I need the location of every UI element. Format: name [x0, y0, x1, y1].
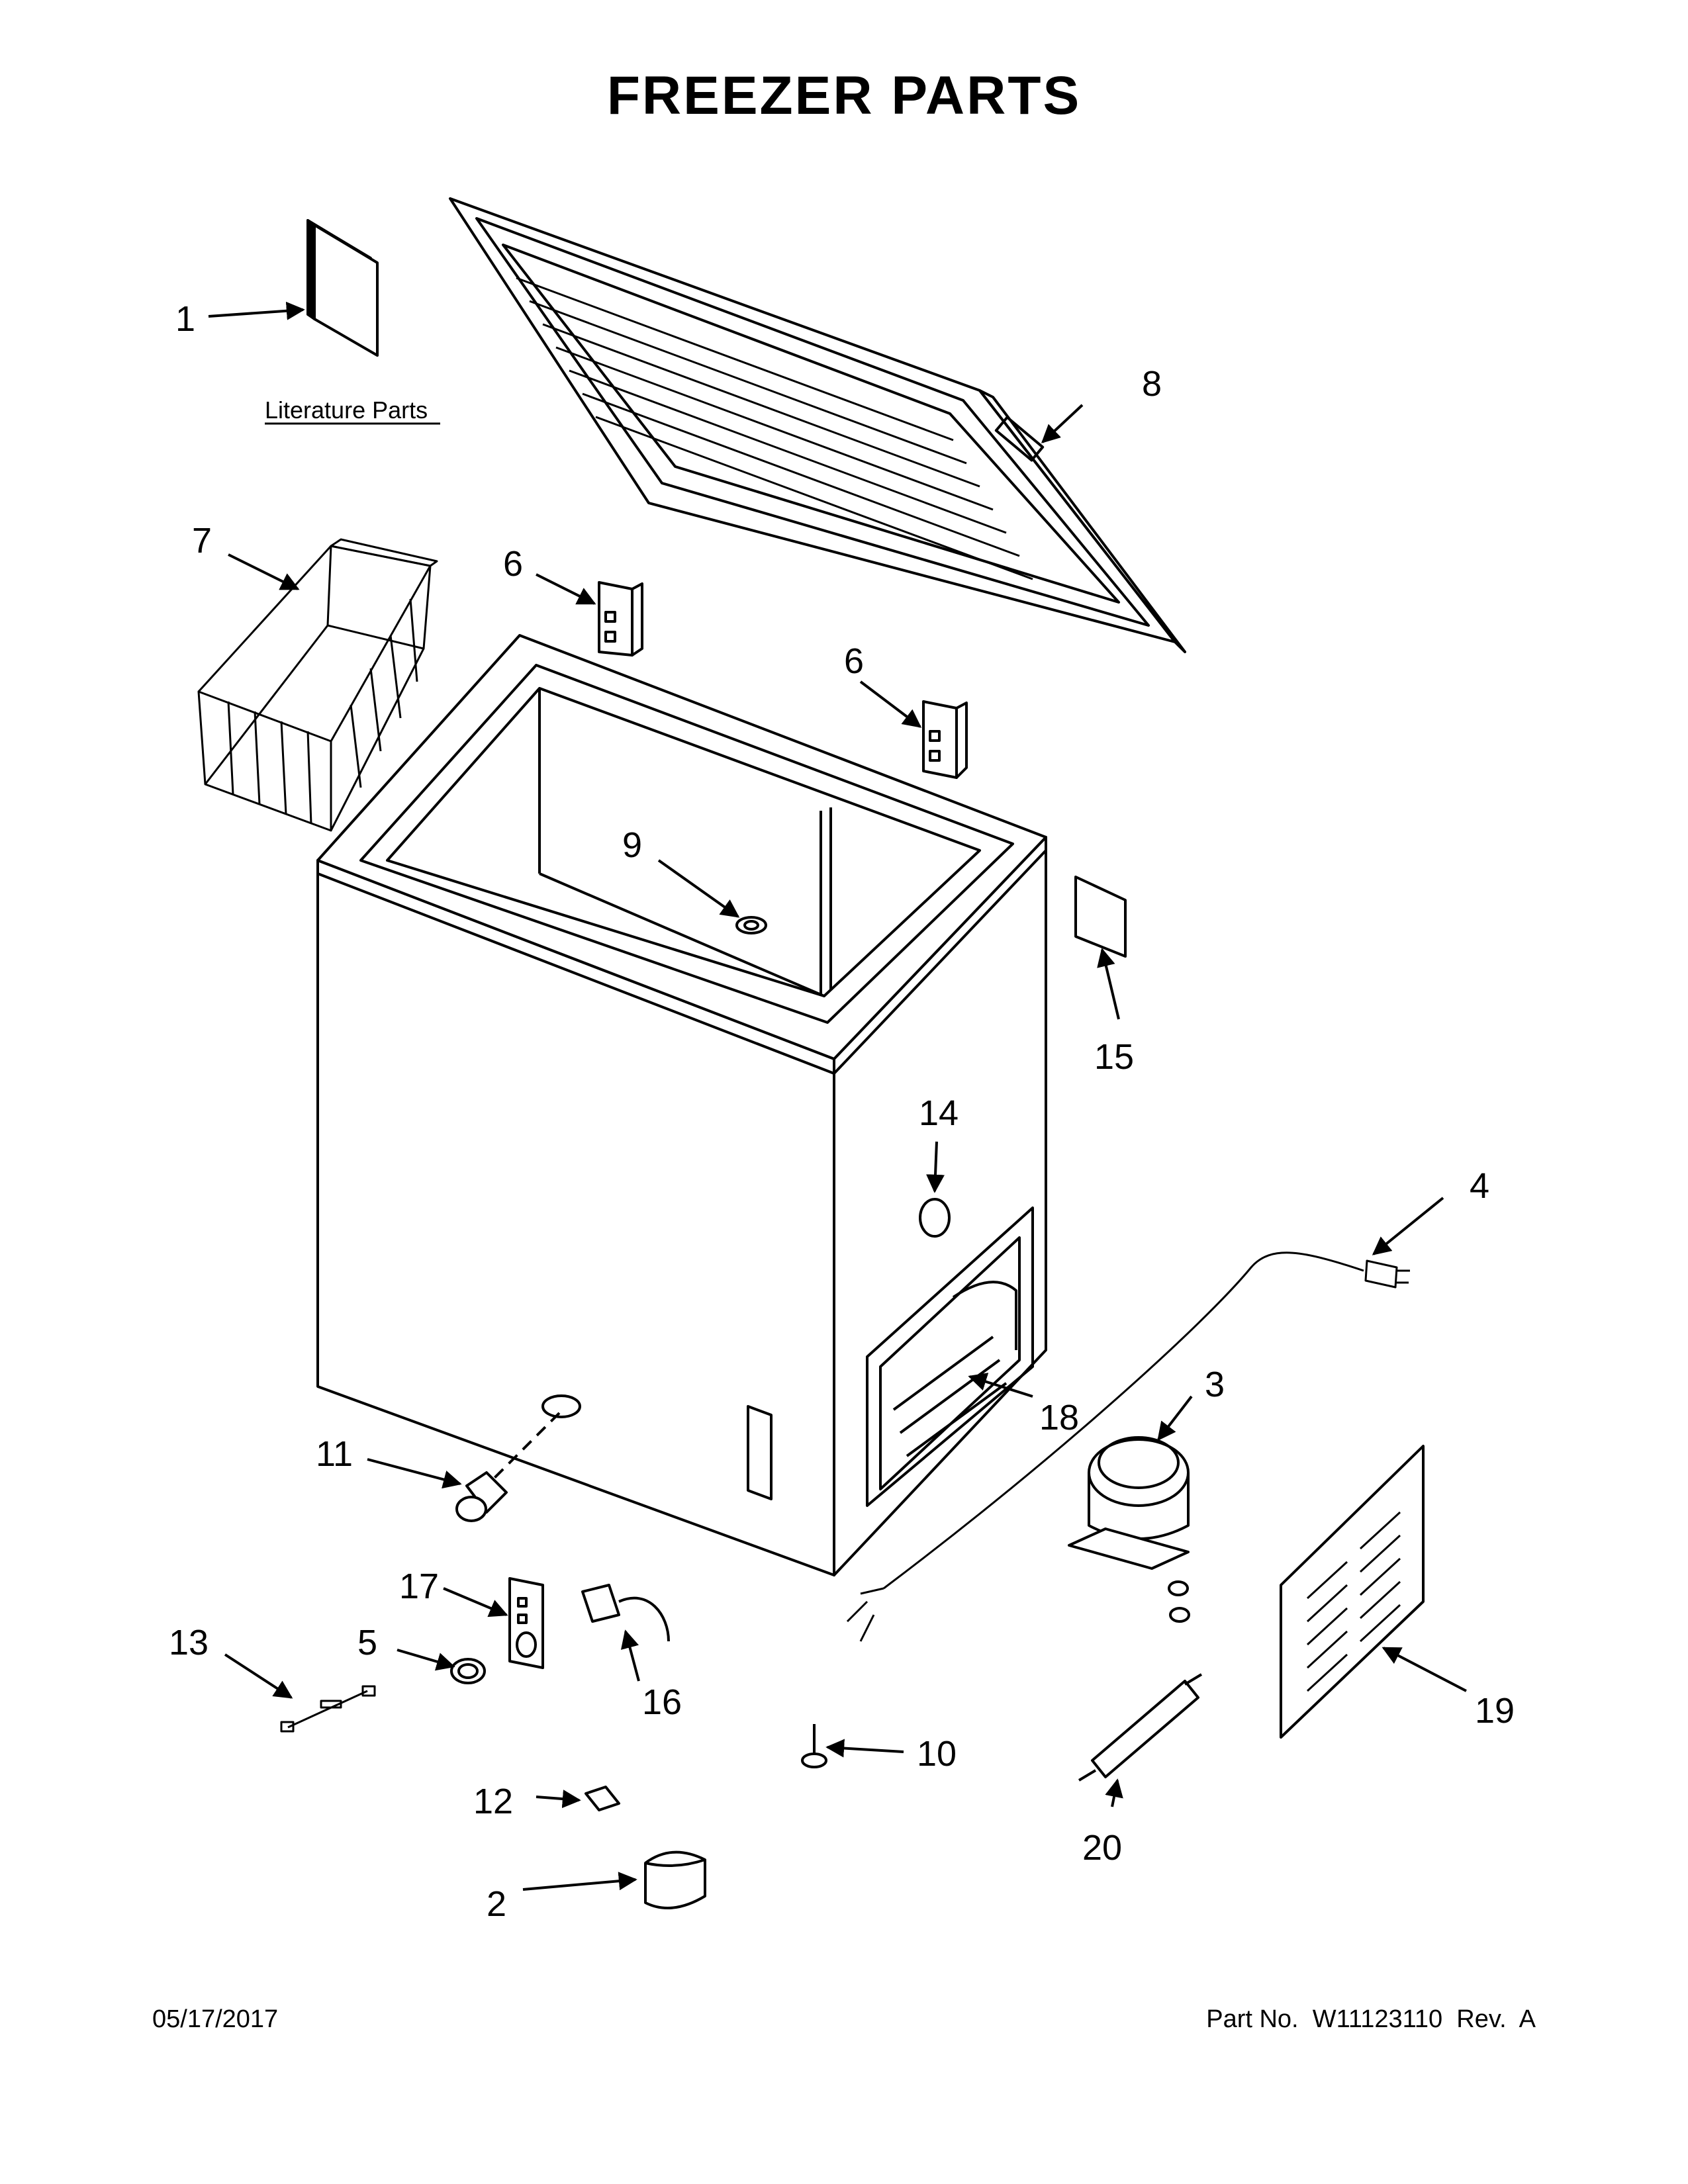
callout-10: 10	[917, 1734, 957, 1774]
control-panel-part	[508, 1577, 544, 1669]
callout-6-right: 6	[844, 641, 864, 681]
callout-5: 5	[357, 1623, 377, 1662]
callout-19: 19	[1475, 1691, 1515, 1731]
hinge-part-right	[922, 700, 968, 779]
compressor-part	[1068, 1436, 1190, 1623]
callout-1: 1	[175, 299, 195, 339]
drain-plug-part	[455, 1412, 561, 1522]
cabinet-body	[316, 634, 1047, 1576]
literature-parts-label: Literature Parts	[265, 396, 428, 424]
label-part	[1074, 876, 1127, 958]
callout-12: 12	[473, 1782, 513, 1821]
relay-part	[585, 1786, 620, 1811]
footer-date: 05/17/2017	[152, 2005, 279, 2033]
power-cord-part	[846, 1251, 1410, 1642]
callout-16: 16	[642, 1682, 682, 1722]
callout-2: 2	[487, 1884, 506, 1924]
basket-part	[197, 538, 438, 832]
callout-20: 20	[1082, 1828, 1122, 1868]
callout-13: 13	[169, 1623, 209, 1662]
callout-3: 3	[1205, 1365, 1225, 1404]
grille-part	[1280, 1445, 1425, 1739]
callout-6-left: 6	[503, 544, 523, 584]
callout-17: 17	[399, 1567, 439, 1606]
literature-booklet-part	[306, 219, 379, 357]
leveling-leg-part	[801, 1724, 827, 1768]
callout-11: 11	[316, 1434, 353, 1474]
callout-4: 4	[1470, 1166, 1489, 1206]
lid-part	[449, 197, 1186, 653]
wire-harness-part	[280, 1685, 376, 1733]
footer-part-number: Part No. W11123110 Rev. A	[1206, 2005, 1536, 2033]
leader-lines	[208, 301, 1467, 1891]
callout-7: 7	[192, 521, 212, 561]
callout-18: 18	[1039, 1398, 1079, 1437]
callout-14: 14	[919, 1093, 959, 1133]
drier-part	[1078, 1673, 1203, 1782]
callout-8: 8	[1142, 364, 1162, 404]
hinge-part-left	[598, 581, 643, 657]
callout-9: 9	[622, 825, 642, 865]
grommet-part	[450, 1658, 486, 1684]
callout-15: 15	[1094, 1037, 1134, 1077]
thermostat-part	[581, 1584, 670, 1642]
page-title: FREEZER PARTS	[606, 66, 1082, 126]
start-device-part	[644, 1850, 706, 1909]
